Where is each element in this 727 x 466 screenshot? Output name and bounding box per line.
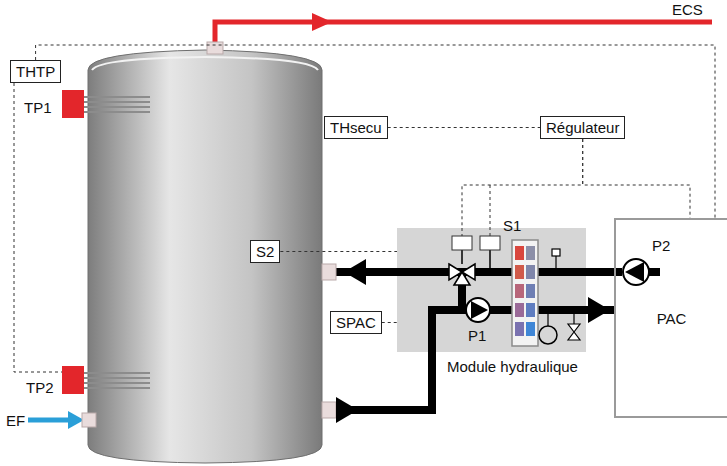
exchanger-plate [526, 322, 535, 336]
three-way-valve [449, 236, 475, 285]
control-wire [462, 139, 583, 228]
hydraulic-module: Module hydraulique [397, 228, 586, 352]
vessel-pipe [547, 314, 548, 326]
pump-arrow [625, 262, 644, 282]
coil-line [84, 377, 150, 379]
box-label: S2 [256, 242, 274, 261]
exchanger-plate [526, 303, 535, 317]
heater-label: TP1 [24, 98, 52, 117]
pipe-stub [82, 413, 96, 427]
valve-actuator [452, 236, 472, 250]
tank-rim [92, 57, 318, 70]
box-label: PAC [657, 309, 687, 328]
exchanger-plate [526, 246, 535, 260]
sensor-box: THTP [10, 60, 61, 83]
box-label: THsecu [330, 118, 382, 137]
relief-valve [552, 249, 560, 256]
control-wire [490, 185, 491, 236]
heating-coil [62, 366, 150, 394]
exchanger-plate [515, 265, 524, 279]
plate-heat-exchanger [512, 240, 538, 346]
flow-arrow [344, 259, 366, 285]
controller-box: Régulateur [540, 116, 625, 139]
valve-stem [461, 250, 463, 264]
drain-pipe [573, 314, 574, 324]
pump-symbol [623, 259, 649, 285]
sensor-box: SPAC [330, 311, 382, 334]
exchanger-plate [515, 246, 524, 260]
sensor-box: S2 [250, 240, 280, 263]
flow-arrow [312, 13, 332, 31]
sensor-stem [489, 250, 491, 268]
control-wire [462, 228, 463, 236]
pipe-label: EF [6, 411, 25, 430]
relief-valve [555, 256, 556, 272]
module-panel [397, 228, 586, 352]
control-wire [583, 139, 690, 218]
pump-label: P1 [468, 326, 486, 345]
pipe-stub [322, 402, 336, 418]
control-wire [280, 251, 397, 252]
pipe-stub [207, 42, 223, 54]
return-pipe [336, 268, 622, 276]
coil-line [84, 111, 150, 113]
hot-water-pipe [215, 22, 712, 50]
coil-line [84, 101, 150, 103]
heating-coil [62, 90, 150, 118]
coil-line [84, 382, 150, 384]
box-label: THTP [16, 62, 55, 81]
cold-water-pipe [28, 418, 74, 423]
control-wire [382, 322, 397, 323]
pump-symbol [466, 298, 490, 322]
heater-head [62, 90, 84, 118]
flow-arrow [588, 297, 610, 323]
coil-line [84, 372, 150, 374]
exchanger-plate [515, 322, 524, 336]
return-pipe [649, 268, 660, 276]
sensor-label: S1 [503, 216, 521, 235]
pipe-stub [322, 264, 336, 280]
exchanger-plate [515, 303, 524, 317]
exchanger-frame [512, 240, 538, 346]
valve-part [454, 272, 470, 285]
heater-head [62, 366, 84, 394]
coil-line [84, 106, 150, 108]
sensor-body [480, 236, 500, 250]
exchanger-plate [526, 284, 535, 298]
control-wire [388, 127, 540, 128]
coil-line [84, 96, 150, 98]
exchanger-plate [515, 284, 524, 298]
control-wire [36, 45, 715, 218]
pump-label: P2 [652, 236, 670, 255]
box-label: SPAC [336, 313, 376, 332]
control-wire [14, 83, 62, 372]
box-label: Régulateur [546, 118, 619, 137]
drain-valve [568, 324, 580, 340]
module-heading: Module hydraulique [445, 357, 580, 376]
expansion-vessel [539, 326, 557, 344]
coil-line [84, 387, 150, 389]
exchanger-plate [526, 265, 535, 279]
thermostat-box: THsecu [324, 116, 388, 139]
pump-arrow [471, 301, 488, 319]
flow-arrow [336, 397, 358, 423]
heat-pump-box: PAC [614, 218, 727, 418]
pipe-label: ECS [672, 0, 703, 19]
heater-label: TP2 [26, 378, 54, 397]
